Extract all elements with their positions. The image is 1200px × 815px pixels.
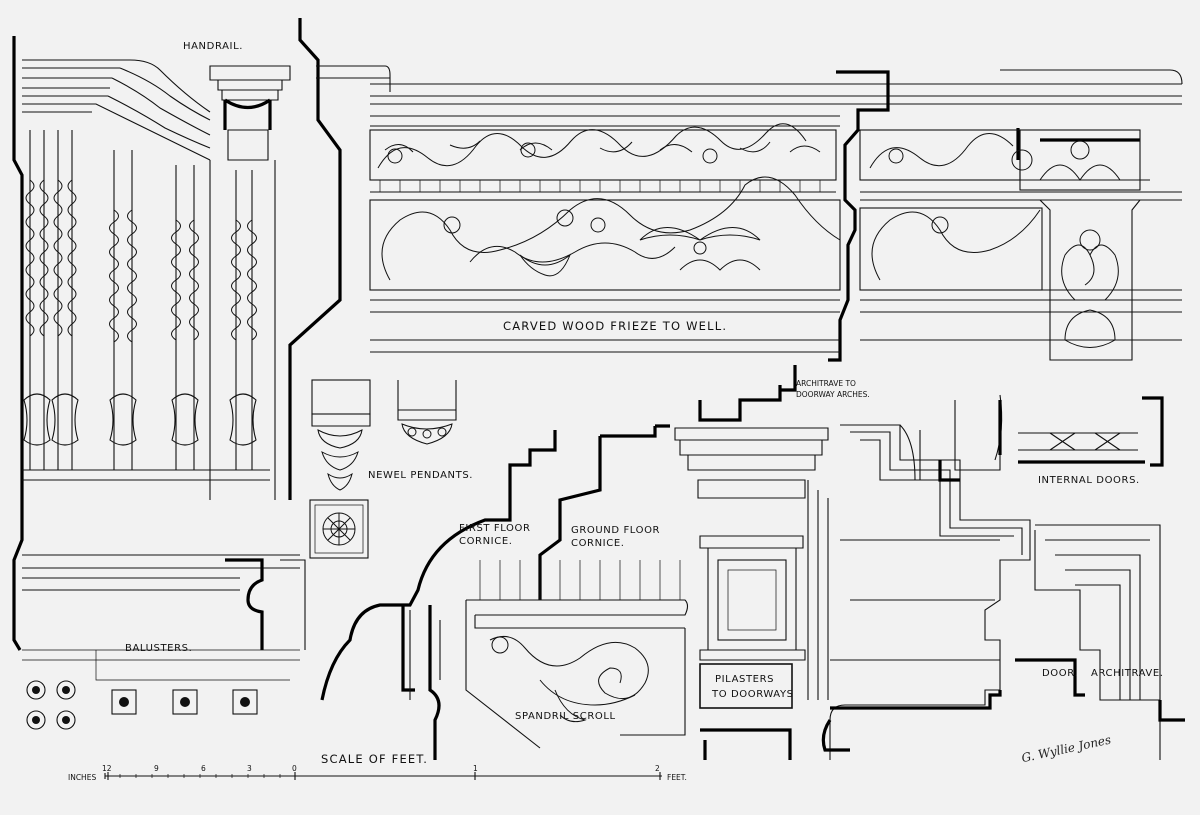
label-frieze: CARVED WOOD FRIEZE TO WELL. — [503, 319, 727, 333]
label-scale-of-feet: SCALE OF FEET. — [321, 752, 428, 766]
baluster-group — [22, 130, 270, 481]
label-ground-floor-cornice-2: CORNICE. — [571, 538, 625, 549]
cornice-sections — [320, 424, 681, 760]
label-door: DOOR. — [1042, 668, 1078, 679]
label-scale-feet: FEET. — [667, 773, 687, 782]
label-first-floor-cornice-2: CORNICE. — [459, 536, 513, 547]
label-pilasters-1: PILASTERS — [715, 674, 774, 685]
label-pilasters-2: TO DOORWAYS — [711, 689, 794, 700]
scale-tick-9: 9 — [154, 764, 159, 773]
scale-tick-3: 3 — [247, 764, 252, 773]
base-roundels — [22, 649, 300, 730]
scale-tick-6: 6 — [201, 764, 206, 773]
balustrade-elevation — [12, 18, 342, 730]
label-architrave-arches-2: DOORWAY ARCHES. — [796, 390, 870, 399]
artist-signature: G. Wyllie Jones — [1020, 733, 1112, 766]
signature: G. Wyllie Jones — [1020, 733, 1112, 766]
label-handrail: HANDRAIL. — [183, 41, 243, 52]
scale-bar: SCALE OF FEET. INCHES 12 9 6 3 0 1 2 FEE… — [68, 752, 687, 782]
scale-tick-2ft: 2 — [655, 764, 660, 773]
scale-tick-0: 0 — [292, 764, 297, 773]
pilasters-architraves — [674, 365, 1185, 760]
label-ground-floor-cornice-1: GROUND FLOOR — [571, 525, 660, 536]
scale-tick-12: 12 — [102, 764, 112, 773]
carved-frieze — [316, 65, 1183, 362]
label-first-floor-cornice-1: FIRST FLOOR — [459, 523, 531, 534]
label-newel-pendants: NEWEL PENDANTS. — [368, 470, 473, 481]
scale-tick-1ft: 1 — [473, 764, 478, 773]
spandril-scroll — [465, 599, 689, 749]
label-internal-doors: INTERNAL DOORS. — [1038, 475, 1140, 486]
label-balusters: BALUSTERS. — [125, 643, 192, 654]
label-architrave-arches-1: ARCHITRAVE TO — [796, 379, 856, 388]
label-scale-inches: INCHES — [68, 773, 96, 782]
label-spandril-scroll: SPANDRIL SCROLL — [515, 711, 616, 722]
label-architrave: ARCHITRAVE. — [1091, 668, 1164, 679]
newel-pendants — [309, 379, 457, 559]
